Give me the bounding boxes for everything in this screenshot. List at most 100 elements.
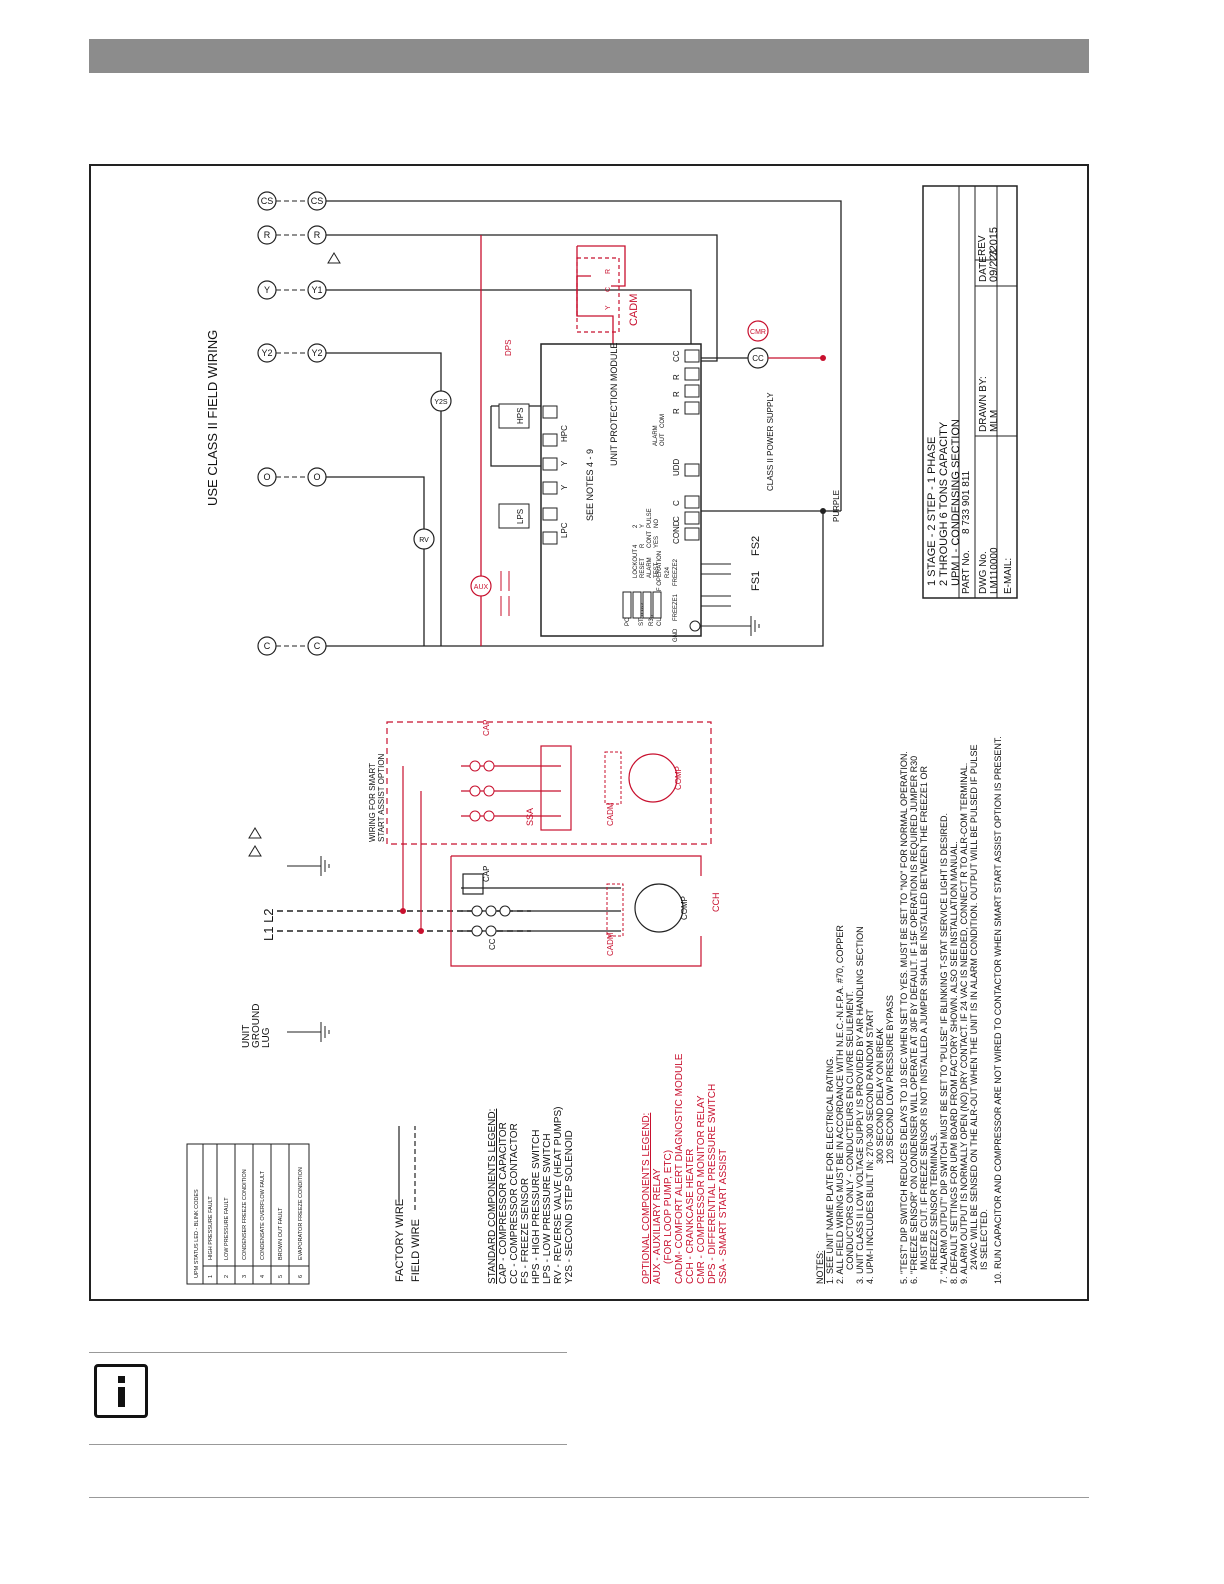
dip-lockout-a: 4 (633, 544, 639, 548)
unit-terminal-o: O (313, 472, 320, 482)
upm-notes-ref: SEE NOTES 4 - 9 (585, 449, 595, 521)
info-box-top-rule (89, 1352, 567, 1353)
fs2-label: FS2 (750, 536, 762, 556)
terminal-cs: CS (261, 196, 274, 206)
cadm-label-3: CADM (606, 802, 615, 826)
hps-label: HPS (516, 408, 525, 424)
notes-title: NOTES: (815, 1250, 825, 1284)
status-row2-text: LOW PRESSURE FAULT (224, 1197, 230, 1260)
status-table-header: UPM STATUS LED - BLINK CODES (194, 1189, 200, 1278)
upm-title: UNIT PROTECTION MODULE (609, 343, 619, 466)
std-item-7: Y2S - SECOND STEP SOLENOID (564, 1130, 575, 1284)
status-row4-text: CONDENSATE OVERFLOW FAULT (260, 1170, 266, 1260)
ground-line3: LUG (261, 1027, 272, 1048)
note-9: 9. ALARM OUTPUT IS NORMALLY OPEN (NO) DR… (959, 763, 969, 1284)
upm-term-cc: CC (672, 350, 681, 362)
email-label: E-MAIL: (1003, 558, 1014, 594)
upm-term-c1: C (672, 500, 681, 506)
class2-label: CLASS II POWER SUPPLY (766, 392, 775, 491)
upm-com: COM (660, 414, 666, 428)
note-4c: 120 SECOND LOW PRESSURE BYPASS (885, 995, 895, 1164)
relay-y2s: Y2S (434, 399, 448, 406)
title-line1: 1 STAGE - 2 STEP - 1 PHASE (926, 437, 938, 586)
note-1: 1. SEE UNIT NAME PLATE FOR ELECTRICAL RA… (825, 1056, 835, 1284)
relay-cmr: CMR (750, 329, 766, 336)
date: 09/22/2015 (988, 227, 1000, 282)
upm-r30: R30 (649, 614, 655, 626)
dip-lockout-b: 2 (633, 524, 639, 528)
standard-legend-title: STANDARD COMPONENTS LEGEND: (487, 1109, 498, 1284)
relay-rv: RV (419, 537, 429, 544)
std-item-4: HPS - HIGH PRESSURE SWITCH (531, 1130, 542, 1284)
opt-item-2: (FOR LOOP PUMP, ETC) (663, 1150, 674, 1264)
comp-label: COMP (680, 896, 689, 920)
upm-term-r2: R (672, 391, 681, 397)
footer-rule (89, 1497, 1089, 1498)
std-item-3: FS - FREEZE SENSOR (520, 1178, 531, 1284)
rev: 3 (988, 250, 1000, 256)
info-box-bottom-rule (89, 1444, 567, 1445)
title-line2: 2 THROUGH 6 TONS CAPACITY (938, 421, 950, 586)
status-row6-code: 6 (298, 1275, 304, 1278)
note-6c: FREEZE2 SENSOR TERMINALS. (929, 1133, 939, 1270)
relay-aux: AUX (474, 584, 489, 591)
upm-term-lpc: LPC (560, 522, 569, 538)
dip-reset-b: Y (640, 524, 646, 528)
header-bar (89, 39, 1089, 73)
drawn-by-label: DRAWN BY: (978, 376, 989, 432)
upm-freeze2: FREEZE2 (673, 558, 679, 586)
terminal-r: R (264, 230, 271, 240)
wiring-diagram-frame: 1 STAGE - 2 STEP - 1 PHASE 2 THROUGH 6 T… (89, 164, 1089, 1301)
status-row3-text: CONDENSER FREEZE CONDITION (242, 1169, 248, 1260)
dip-alarm-b: PULSE (647, 508, 653, 528)
upm-cut-for: CUT FOR 15F OPERATION (657, 551, 663, 626)
part-no-label: PART No. (961, 550, 972, 594)
dip-alarm: ALARM (647, 557, 653, 578)
note-2b: CONDUCTORS ONLY - CONDUCTEURS EN CUIVRE … (845, 991, 855, 1270)
thermostat-terminals (257, 191, 277, 656)
optional-legend: OPTIONAL COMPONENTS LEGEND: AUX - AUXILI… (641, 1053, 729, 1284)
status-row1-text: HIGH PRESSURE FAULT (208, 1196, 214, 1260)
note-10: 10. RUN CAPACITOR AND COMPRESSOR ARE NOT… (993, 736, 1003, 1284)
factory-wire-label: FACTORY WIRE (394, 1199, 406, 1282)
note-6: 6. "FREEZE SENSOR" ON CONDENSER WILL OPE… (909, 756, 919, 1284)
note-4b: 300 SECOND DELAY ON BREAK (875, 1028, 885, 1164)
upm-freeze1: FREEZE1 (673, 593, 679, 621)
note-9c: IS SELECTED. (979, 1209, 989, 1270)
relay-dps: DPS (504, 340, 513, 356)
wiring-diagram: 1 STAGE - 2 STEP - 1 PHASE 2 THROUGH 6 T… (186, 185, 1018, 1285)
opt-item-6: DPS - DIFFERENTIAL PRESSURE SWITCH (707, 1084, 718, 1284)
upm-gnd: GND (673, 628, 679, 642)
opt-item-4: CCH - CRANKCASE HEATER (685, 1149, 696, 1284)
dip-test: TEST (654, 562, 660, 578)
opt-item-3: CADM- COMFORT ALERT DIAGNOSTIC MODULE (674, 1053, 685, 1284)
note-5: 5. "TEST" DIP SWITCH REDUCES DELAYS TO 1… (899, 751, 909, 1284)
upm-term-r1: R (672, 374, 681, 380)
ground-line2: GROUND (251, 1004, 262, 1048)
status-row1-code: 1 (208, 1275, 214, 1278)
unit-terminals (307, 191, 327, 656)
comp-label-2: COMP (674, 766, 683, 790)
standard-legend: STANDARD COMPONENTS LEGEND: CAP - COMPRE… (487, 1107, 575, 1284)
note-triangle (327, 252, 341, 264)
rev-label: REV (977, 235, 988, 256)
field-wire-label: FIELD WIRE (410, 1219, 422, 1282)
upm-module (540, 343, 702, 637)
dip-alarm-a: CONT (647, 531, 653, 548)
notes: NOTES: 1. SEE UNIT NAME PLATE FOR ELECTR… (815, 736, 1003, 1284)
std-item-5: LPS - LOW PRESSURE SWITCH (542, 1133, 553, 1284)
status-row3-code: 3 (242, 1275, 248, 1278)
drawn-by: MLM (989, 410, 1000, 432)
unit-terminal-r: R (314, 230, 321, 240)
info-icon (94, 1364, 148, 1418)
cadm-label-2: CADM (606, 932, 615, 956)
note-9b: 24VAC WILL BE SENSED ON THE ALR-OUT WHEN… (969, 745, 979, 1270)
upm-term-y2: Y (560, 484, 569, 490)
note-3: 3. UNIT CLASS II LOW VOLTAGE SUPPLY IS P… (855, 926, 865, 1284)
std-item-2: CC - COMPRESSOR CONTACTOR (509, 1123, 520, 1284)
l1l2-label: L1 L2 (261, 908, 276, 941)
ssa-wiring-line1: WIRING FOR SMART (368, 763, 377, 842)
optional-legend-title: OPTIONAL COMPONENTS LEGEND: (641, 1113, 652, 1284)
upm-status: STATUS (639, 603, 645, 626)
ssa-label: SSA (525, 808, 535, 826)
